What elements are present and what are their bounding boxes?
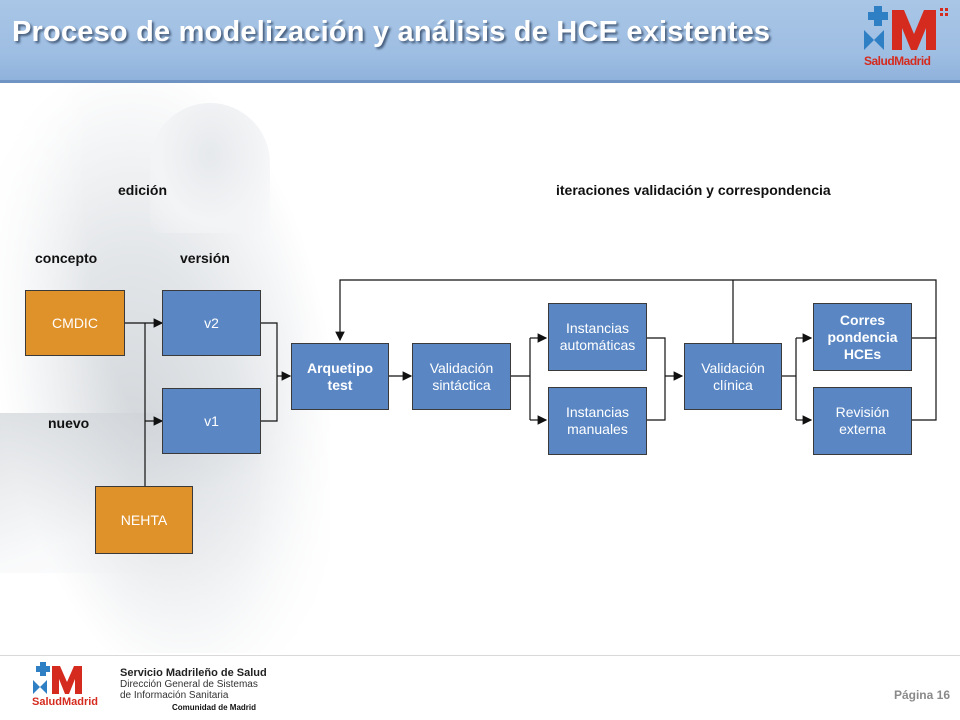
background-photo — [0, 83, 330, 653]
footer-org-block: Servicio Madrileño de Salud Dirección Ge… — [120, 667, 280, 702]
footer-salud-madrid-logo: SaludMadrid — [30, 662, 100, 712]
label-version: versión — [180, 250, 230, 266]
salud-madrid-emblem-icon — [864, 6, 948, 50]
logo-text: SaludMadrid — [864, 54, 931, 68]
node-correspondencia-hces: Corres pondencia HCEs — [813, 303, 912, 371]
node-instancias-manuales: Instancias manuales — [548, 387, 647, 455]
label-iteraciones: iteraciones validación y correspondencia — [556, 182, 831, 198]
node-revision-externa: Revisión externa — [813, 387, 912, 455]
node-v1: v1 — [162, 388, 261, 454]
footer-org-sub1: Dirección General de Sistemas — [120, 679, 258, 690]
salud-madrid-logo: SaludMadrid — [860, 4, 952, 72]
node-nehta: NEHTA — [95, 486, 193, 554]
node-validacion-sintactica: Validación sintáctica — [412, 343, 511, 410]
footer-logo-text: SaludMadrid — [32, 696, 99, 708]
footer-org-name: Servicio Madrileño de Salud — [120, 667, 267, 679]
label-nuevo: nuevo — [48, 415, 90, 431]
page-title: Proceso de modelización y análisis de HC… — [12, 16, 771, 48]
footer-comunidad: Comunidad de Madrid — [172, 703, 256, 712]
node-cmdic: CMDIC — [25, 290, 125, 356]
page-number: Página 16 — [893, 688, 950, 702]
node-v2: v2 — [162, 290, 261, 356]
footer-emblem-icon — [33, 662, 82, 694]
doctor-figure — [150, 103, 270, 233]
footer-org-sub2: de Información Sanitaria — [120, 690, 229, 701]
instancias-merge-line — [647, 337, 666, 421]
node-instancias-automaticas: Instancias automáticas — [548, 303, 647, 371]
footer-divider — [0, 655, 960, 656]
node-validacion-clinica: Validación clínica — [684, 343, 782, 410]
label-concepto: concepto — [35, 250, 98, 266]
label-edicion: edición — [118, 182, 168, 198]
title-banner: Proceso de modelización y análisis de HC… — [0, 0, 960, 83]
node-arquetipo-test: Arquetipo test — [291, 343, 389, 410]
results-merge-line — [912, 337, 937, 421]
